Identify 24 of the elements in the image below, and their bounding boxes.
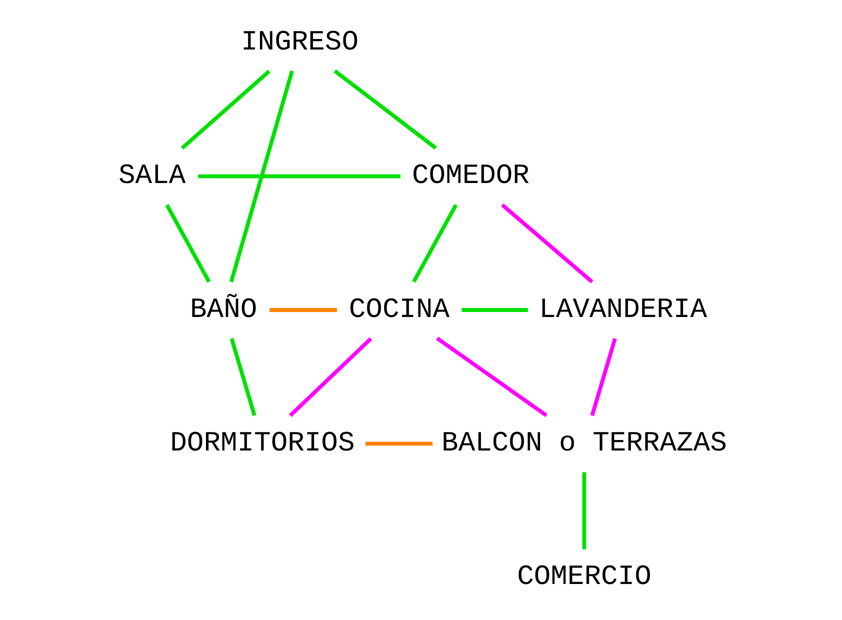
connector bbox=[436, 336, 548, 418]
connector bbox=[198, 174, 400, 178]
connector bbox=[590, 338, 617, 416]
connector bbox=[501, 203, 594, 284]
node-text: LAVANDERIA bbox=[539, 294, 708, 326]
connector bbox=[180, 70, 270, 150]
node-text: BALCON o TERRAZAS bbox=[442, 428, 727, 460]
node-text: COCINA bbox=[348, 294, 450, 326]
connector bbox=[366, 442, 433, 446]
connector bbox=[462, 308, 528, 312]
connector bbox=[165, 204, 211, 283]
connector bbox=[288, 337, 372, 417]
node-text: SALA bbox=[118, 161, 186, 192]
connector bbox=[582, 472, 586, 550]
connector bbox=[334, 69, 437, 150]
node-text: COMERCIO bbox=[517, 562, 652, 594]
connector bbox=[230, 338, 256, 416]
node-text: DORMITORIOS bbox=[170, 428, 355, 460]
node-text: COMEDOR bbox=[412, 161, 530, 192]
node-text: BAÑO bbox=[190, 294, 258, 326]
connector bbox=[270, 308, 337, 312]
connector bbox=[229, 70, 294, 283]
connector bbox=[412, 204, 458, 283]
node-text: INGRESO bbox=[241, 27, 358, 58]
